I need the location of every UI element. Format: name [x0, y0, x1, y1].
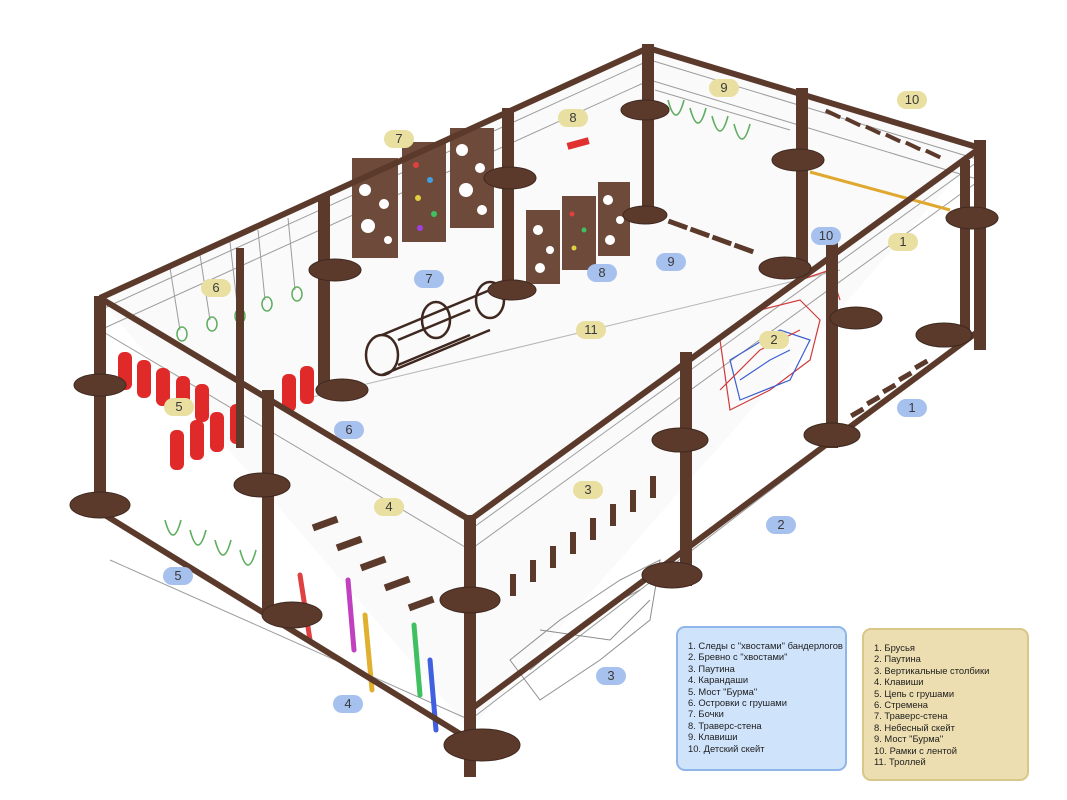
- label-blue-10: 10: [811, 227, 841, 245]
- label-blue-7: 7: [414, 270, 444, 288]
- burma-bridge-top: [667, 99, 751, 140]
- legend-yellow-list: 1. Брусья 2. Паутина 3. Вертикальные сто…: [874, 642, 1017, 767]
- traverse-wall-right: [526, 182, 630, 284]
- vertical-posts: [510, 476, 656, 596]
- stirrup-rings: [176, 286, 303, 342]
- legend-blue-item: 4. Карандаши: [688, 674, 749, 686]
- label-yellow-1: 1: [888, 233, 918, 251]
- legend-blue-item: 7. Бочки: [688, 708, 724, 720]
- legend-yellow-item: 11. Троллей: [874, 756, 926, 768]
- label-yellow-10: 10: [897, 91, 927, 109]
- label-yellow-7: 7: [384, 130, 414, 148]
- sky-skate: [566, 137, 590, 150]
- legend-blue-item: 8. Траверс-стена: [688, 719, 762, 731]
- label-blue-2: 2: [766, 516, 796, 534]
- label-blue-5: 5: [163, 567, 193, 585]
- legend-blue-item: 1. Следы с "хвостами" бандерлогов: [688, 640, 843, 651]
- label-blue-6: 6: [334, 421, 364, 439]
- park-floor: [100, 50, 980, 730]
- legend-blue-item: 10. Детский скейт: [688, 742, 765, 754]
- platforms: [69, 99, 999, 762]
- legend-blue-list: 1. Следы с "хвостами" бандерлогов 2. Бре…: [688, 640, 843, 754]
- keys-top: [824, 108, 942, 160]
- label-blue-9: 9: [656, 253, 686, 271]
- legend-blue-item: 3. Паутина: [688, 662, 735, 674]
- legend-yellow-item: 1. Брусья: [874, 642, 915, 653]
- keys-section-4: [311, 515, 435, 612]
- legend-blue: 1. Следы с "хвостами" бандерлогов 2. Бре…: [676, 626, 847, 771]
- legend-yellow-item: 3. Вертикальные столбики: [874, 664, 990, 676]
- legend-yellow-item: 4. Клавиши: [874, 676, 924, 688]
- label-blue-4: 4: [333, 695, 363, 713]
- legend-yellow: 1. Брусья 2. Паутина 3. Вертикальные сто…: [862, 628, 1029, 781]
- legend-yellow-item: 9. Мост "Бурма": [874, 733, 944, 745]
- legend-blue-item: 9. Клавиши: [688, 731, 738, 743]
- label-yellow-5: 5: [164, 398, 194, 416]
- legend-blue-item: 6. Островки с грушами: [688, 697, 787, 709]
- burma-bridge-front: [164, 519, 257, 566]
- legend-blue-item: 2. Бревно с "хвостами": [688, 651, 788, 663]
- label-yellow-3: 3: [573, 481, 603, 499]
- label-blue-8: 8: [587, 264, 617, 282]
- ribbon-line: [809, 170, 951, 212]
- legend-yellow-item: 10. Рамки с лентой: [874, 744, 957, 756]
- label-yellow-9: 9: [709, 79, 739, 97]
- legend-yellow-item: 6. Стремена: [874, 699, 928, 711]
- legend-blue-item: 5. Мост "Бурма": [688, 685, 758, 697]
- label-yellow-2: 2: [759, 331, 789, 349]
- label-yellow-8: 8: [558, 109, 588, 127]
- footprints-bars: [849, 358, 929, 419]
- legend-yellow-item: 8. Небесный скейт: [874, 721, 955, 733]
- label-blue-3: 3: [596, 667, 626, 685]
- legend-yellow-item: 2. Паутина: [874, 653, 921, 665]
- legend-yellow-item: 5. Цепь с грушами: [874, 687, 955, 699]
- label-yellow-6: 6: [201, 279, 231, 297]
- label-blue-1: 1: [897, 399, 927, 417]
- label-yellow-11: 11: [576, 321, 606, 339]
- keys-inner: [667, 218, 755, 255]
- label-yellow-4: 4: [374, 498, 404, 516]
- legend-yellow-item: 7. Траверс-стена: [874, 710, 948, 722]
